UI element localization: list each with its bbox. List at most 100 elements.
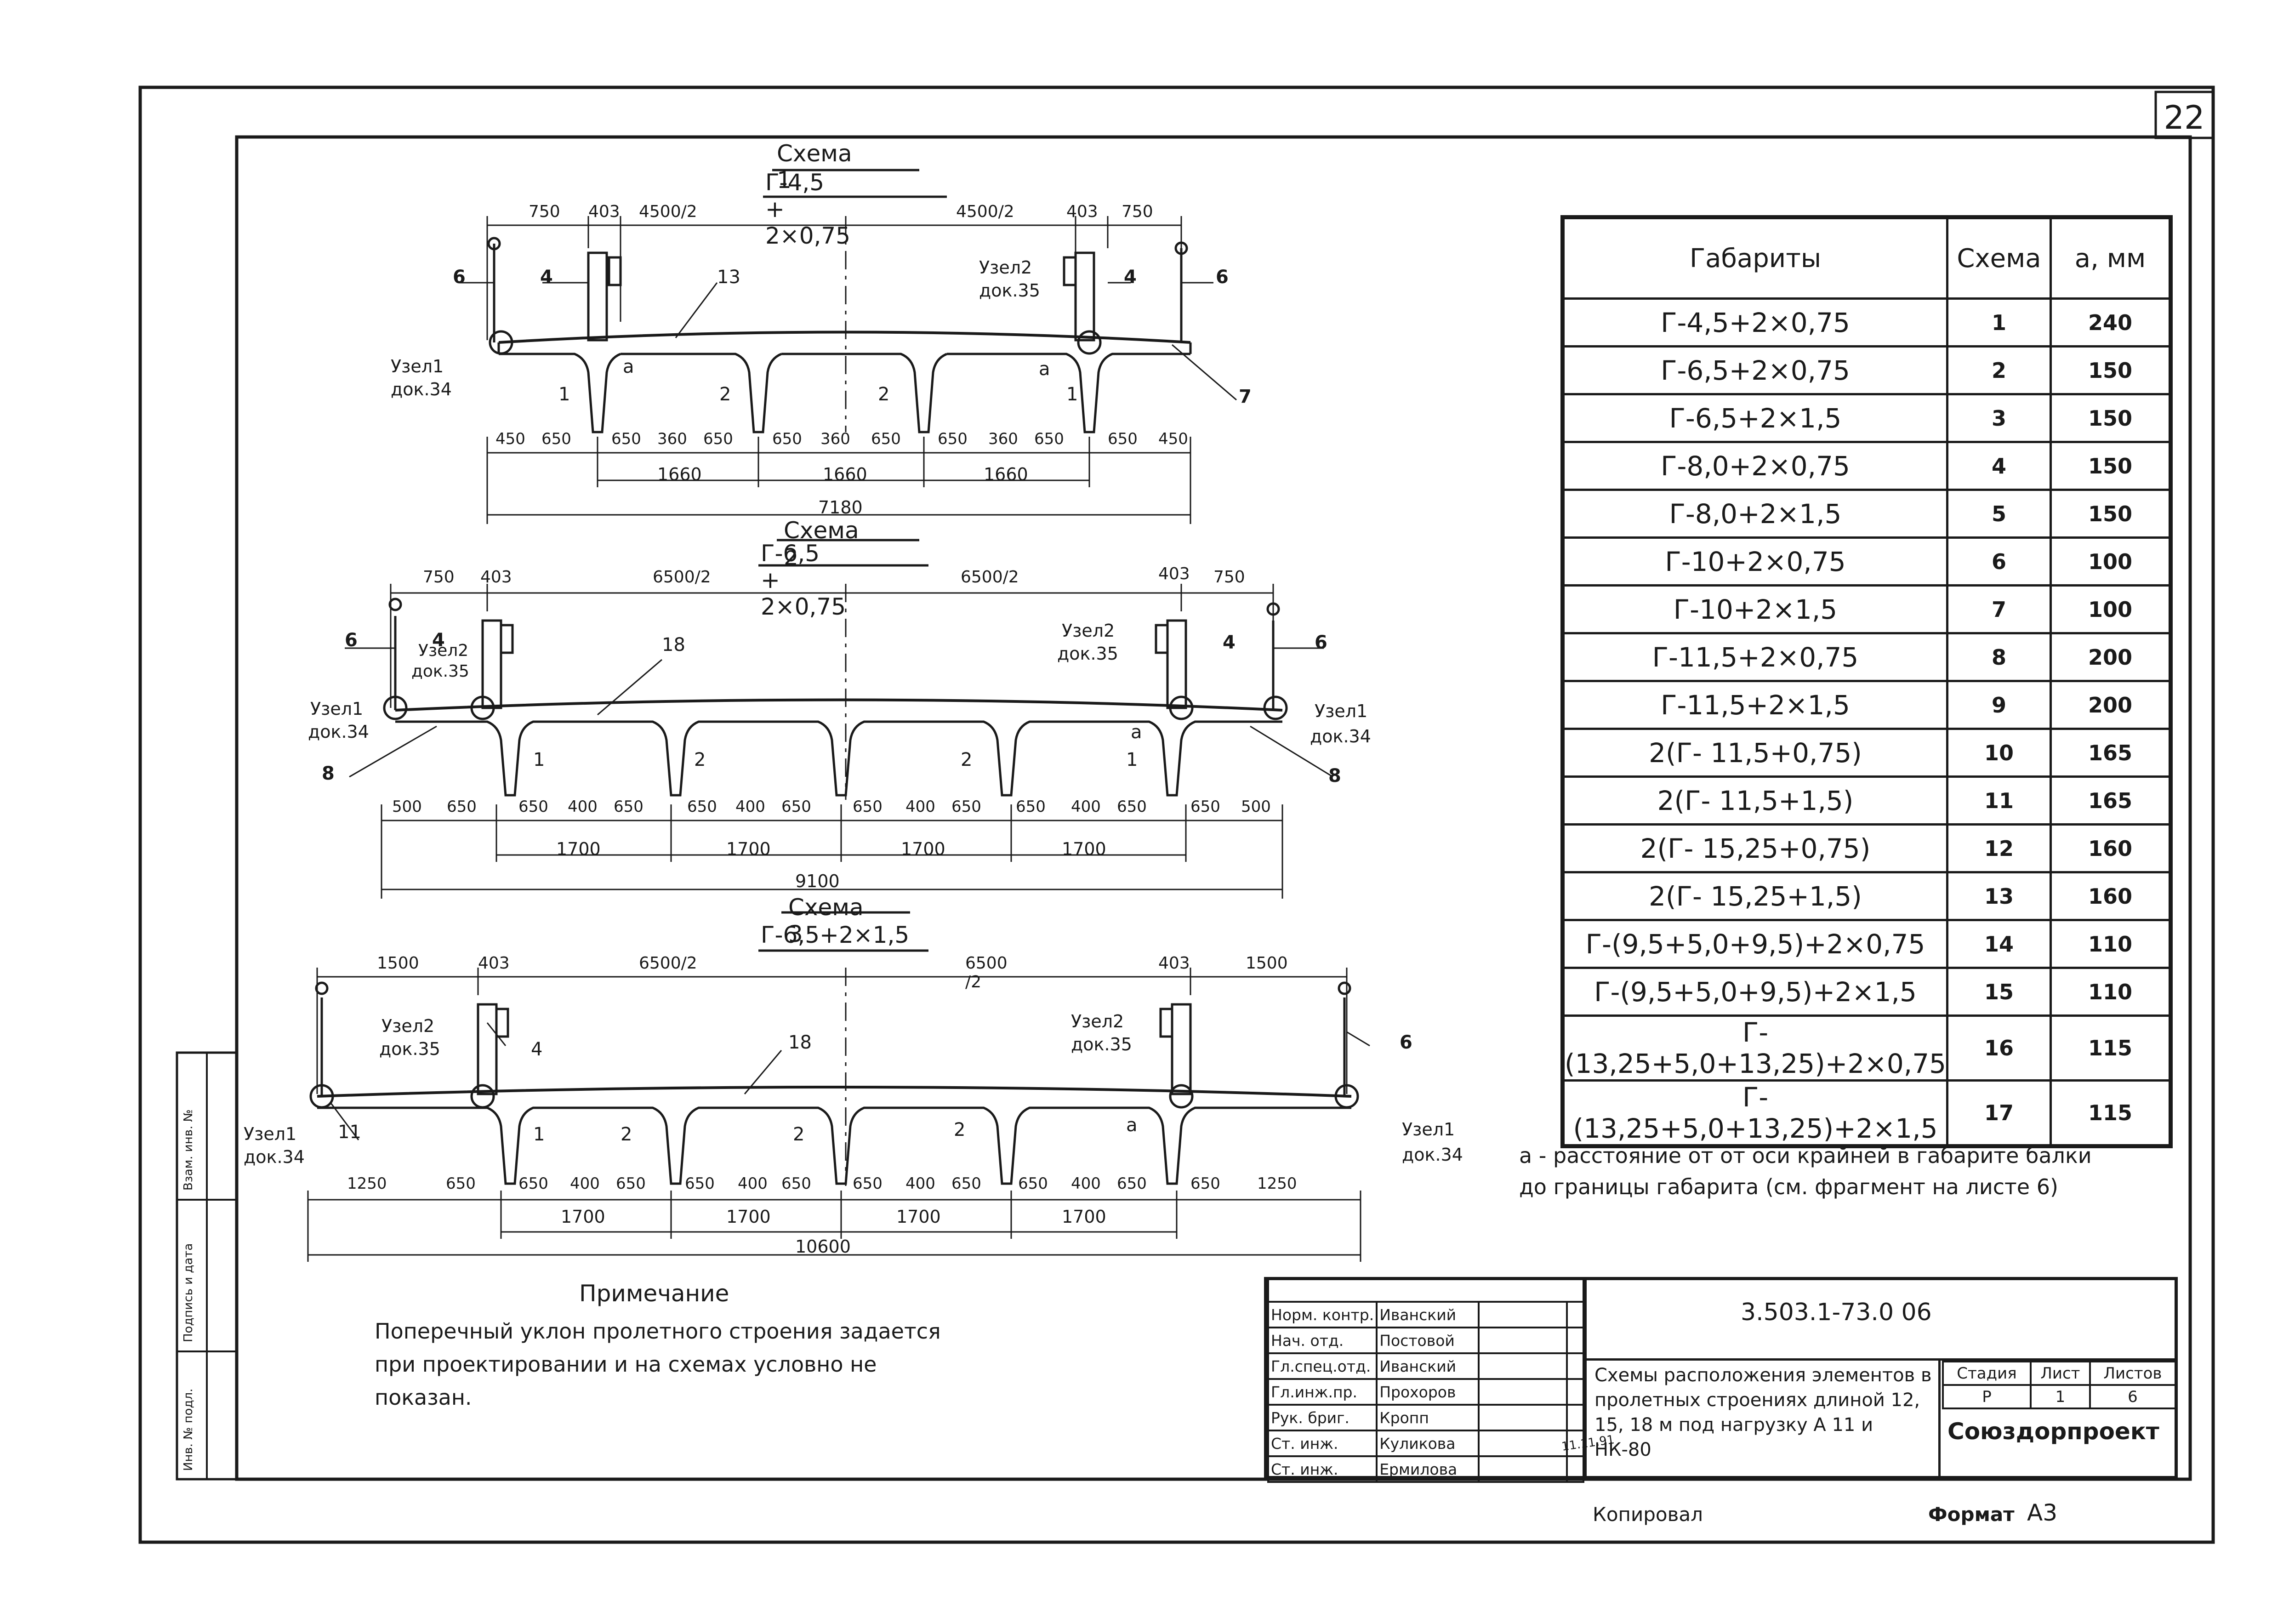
dim-label: 360 [988,430,1018,448]
stamp-row: Гл.спец.отд.Иванский [1267,1352,1584,1380]
scheme-cell: 2 [1946,345,2052,395]
stamp-date-cell [1566,1327,1584,1354]
dim-label: 750 [1122,202,1153,221]
label-2: 2 [878,384,890,405]
stamp-date-cell [1566,1352,1584,1380]
gabarit-cell: Г-11,5+2×0,75 [1561,632,1948,682]
uzel2-doc: док.35 [1057,644,1118,664]
dim-label: 650 [446,1174,476,1193]
a-value-cell: 100 [2050,584,2172,634]
stamp-signature [1478,1327,1568,1354]
label-2: 2 [954,1119,966,1140]
span-label: 1700 [1062,839,1106,859]
uzel1-label: Узел1 [310,699,364,719]
dim-label: 650 [871,430,901,448]
gabarit-cell: Г-(9,5+5,0+9,5)+2×1,5 [1561,967,1948,1017]
gabarit-cell: 2(Г- 15,25+1,5) [1561,871,1948,921]
label-13: 13 [717,267,740,288]
uzel1-doc: док.34 [308,722,369,742]
note-text: Поперечный уклон пролетного строения зад… [375,1319,941,1410]
dim-label: 450 [495,430,525,448]
dim-label: 400 [738,1174,768,1193]
dim-label: 1500 [1246,954,1288,973]
stamp-surname: Постовой [1376,1327,1480,1354]
scheme-cell: 15 [1946,967,2052,1017]
gabarit-cell: Г-8,0+2×0,75 [1561,441,1948,491]
label-a: a [1131,722,1142,743]
dim-label: 400 [735,798,765,816]
dim-label: 403 [478,954,510,973]
dim-label: 650 [938,430,968,448]
stamp-row: Гл.инж.пр.Прохоров [1267,1378,1584,1406]
total-label: 9100 [795,871,840,891]
uzel1-label: Узел1 [1315,701,1368,721]
total-label: 10600 [795,1237,851,1257]
header-a: a, мм [2050,216,2172,300]
outer-frame [138,85,2215,1544]
label-6: 6 [345,630,358,651]
a-value-cell: 150 [2050,393,2172,443]
a-value-cell: 115 [2050,1014,2172,1082]
stamp-surname: Кропп [1376,1404,1480,1431]
stamp-date-cell [1566,1430,1584,1457]
scheme-1-title: Схема 1 [777,140,852,194]
dim-label: 650 [518,798,548,816]
table-header-row: Габариты Схема a, мм [1561,216,2172,300]
a-value-cell: 150 [2050,441,2172,491]
dim-label: 650 [781,798,811,816]
sheet-number-box [2154,91,2215,139]
header-gabarity: Габариты [1561,216,1948,300]
scheme-cell: 4 [1946,441,2052,491]
total-label: 7180 [818,497,863,518]
uzel2-label: Узел2 [1071,1011,1124,1031]
dim-label: 650 [685,1174,715,1193]
stamp-surname: Ермилова [1376,1455,1480,1483]
span-label: 1700 [556,839,601,859]
label-1: 1 [533,1124,545,1145]
sheets-header: Листов [2089,1361,2177,1386]
label-1: 1 [1126,749,1138,770]
a-value-cell: 200 [2050,680,2172,730]
dim-label: 650 [1117,1174,1147,1193]
label-1: 1 [533,749,545,770]
a-value-cell: 165 [2050,728,2172,778]
scheme-cell: 14 [1946,919,2052,969]
stamp-role: Рук. бриг. [1267,1404,1378,1431]
stamp-row: Норм. контр.Иванский [1267,1301,1584,1328]
label-2: 2 [621,1124,632,1145]
stamp-role: Норм. контр. [1267,1301,1378,1328]
label-2: 2 [961,749,973,770]
scheme-cell: 8 [1946,632,2052,682]
dim-label: 650 [518,1174,548,1193]
scheme-3-title: Схема 3 [788,894,864,947]
span-label: 1660 [984,464,1028,484]
uzel1-label: Узел1 [244,1124,297,1144]
a-value-cell: 240 [2050,297,2172,348]
scheme-1 [460,169,1237,524]
gabarit-cell: 2(Г- 11,5+0,75) [1561,728,1948,778]
uzel1-doc: док.34 [1310,726,1371,746]
gabarit-cell: Г-6,5+2×0,75 [1561,345,1948,395]
label-11: 11 [338,1122,361,1143]
dim-label: 650 [541,430,571,448]
scheme-cell: 6 [1946,536,2052,587]
scheme-cell: 3 [1946,393,2052,443]
gabarit-cell: Г-(13,25+5,0+13,25)+2×1,5 [1561,1079,1948,1147]
label-1: 1 [1066,384,1078,405]
span-label: 1660 [657,464,702,484]
dim-label: 650 [1190,1174,1220,1193]
gabarit-cell: 2(Г- 15,25+0,75) [1561,823,1948,873]
a-value-cell: 100 [2050,536,2172,587]
gabarit-cell: Г-6,5+2×1,5 [1561,393,1948,443]
dim-label: 500 [1241,798,1271,816]
label-a: a [1039,359,1050,380]
scheme-cell: 5 [1946,489,2052,539]
dim-label: 650 [447,798,477,816]
